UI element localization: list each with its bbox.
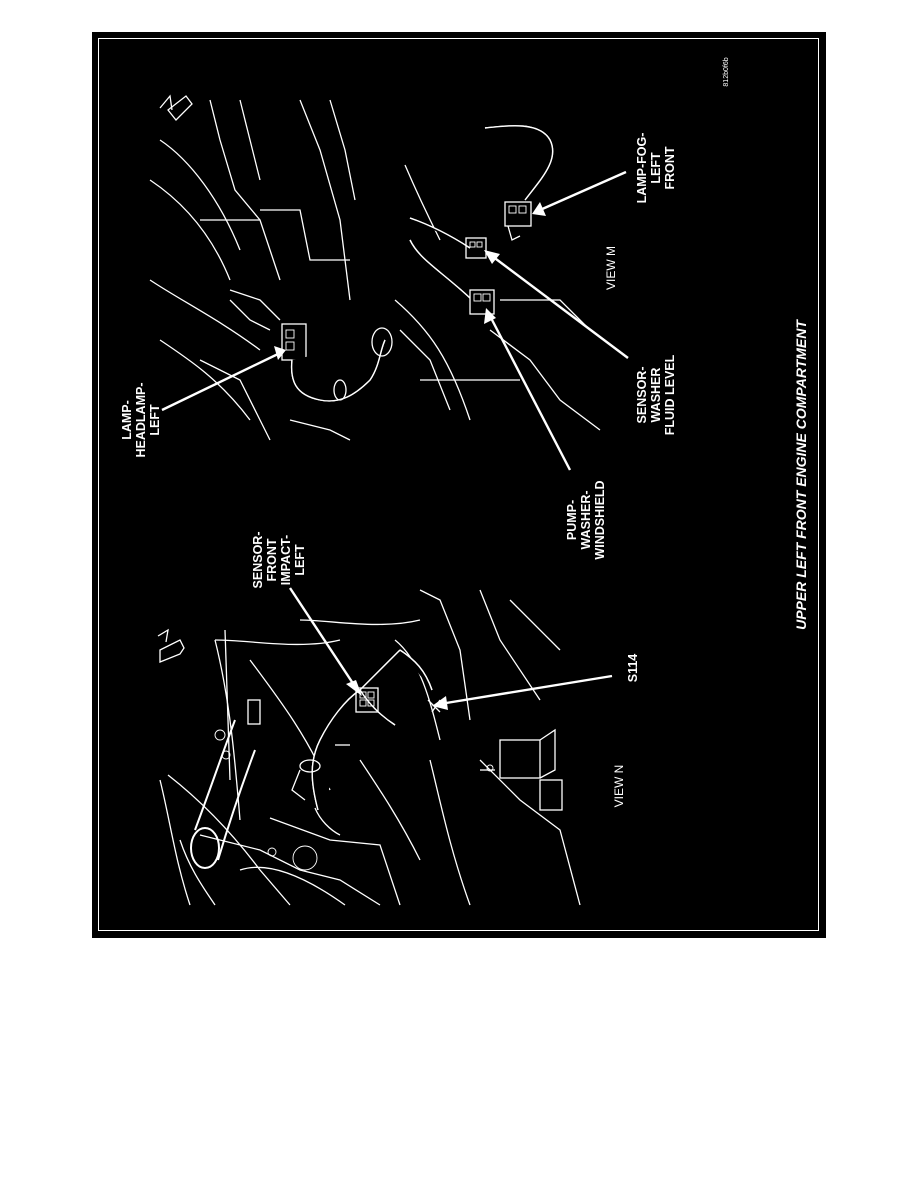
callout-lamp-headlamp-line-3: LEFT — [148, 404, 162, 436]
arrow-sensor-washer — [491, 255, 629, 359]
callout-sensor-front-impact-line-4: LEFT — [293, 544, 307, 576]
callout-lamp-headlamp-line-2: HEADLAMP- — [134, 383, 148, 458]
diagram-frame — [92, 32, 826, 938]
callout-lamp-headlamp: LAMP- HEADLAMP- LEFT — [120, 383, 162, 458]
view-n-label: VIEW N — [612, 765, 626, 808]
callout-sensor-front-impact-line-1: SENSOR- — [251, 532, 265, 589]
callout-sensor-washer: SENSOR- WASHER FLUID LEVEL — [635, 354, 677, 435]
callout-sensor-front-impact: SENSOR- FRONT IMPACT- LEFT — [251, 532, 307, 589]
callout-sensor-washer-line-1: SENSOR- — [635, 367, 649, 424]
callout-sensor-washer-line-3: FLUID LEVEL — [663, 354, 677, 435]
view-m-label: VIEW M — [604, 246, 618, 290]
callout-pump-washer-line-3: WINDSHIELD — [593, 480, 607, 559]
callout-lamp-headlamp-line-1: LAMP- — [120, 400, 134, 440]
figure-code: 812b0f6b — [723, 57, 730, 86]
callout-lamp-fog-line-1: LAMP-FOG- — [635, 133, 649, 204]
callout-lamp-fog-line-2: LEFT — [649, 152, 663, 184]
view-m-illustration — [149, 94, 601, 441]
callout-pump-washer: PUMP- WASHER- WINDSHIELD — [565, 480, 607, 559]
arrow-lamp-headlamp — [161, 352, 279, 412]
diagram-title: UPPER LEFT FRONT ENGINE COMPARTMENT — [793, 319, 809, 630]
callout-lamp-fog: LAMP-FOG- LEFT FRONT — [635, 133, 677, 204]
arrow-sensor-front-impact — [288, 587, 358, 689]
callout-sensor-washer-line-2: WASHER — [649, 368, 663, 423]
callout-lamp-fog-line-3: FRONT — [663, 146, 677, 189]
view-n-illustration — [157, 589, 581, 906]
callout-sensor-front-impact-line-3: IMPACT- — [279, 535, 293, 585]
callout-pump-washer-line-2: WASHER- — [579, 490, 593, 549]
arrow-lamp-fog — [539, 170, 627, 212]
leader-arrows — [161, 170, 629, 710]
callout-sensor-front-impact-line-2: FRONT — [265, 538, 279, 581]
arrow-pump-washer — [488, 315, 572, 471]
callout-pump-washer-line-1: PUMP- — [565, 500, 579, 540]
arrow-s114 — [439, 674, 613, 706]
diagram-border — [98, 38, 819, 931]
callout-s114: S114 — [626, 654, 640, 683]
